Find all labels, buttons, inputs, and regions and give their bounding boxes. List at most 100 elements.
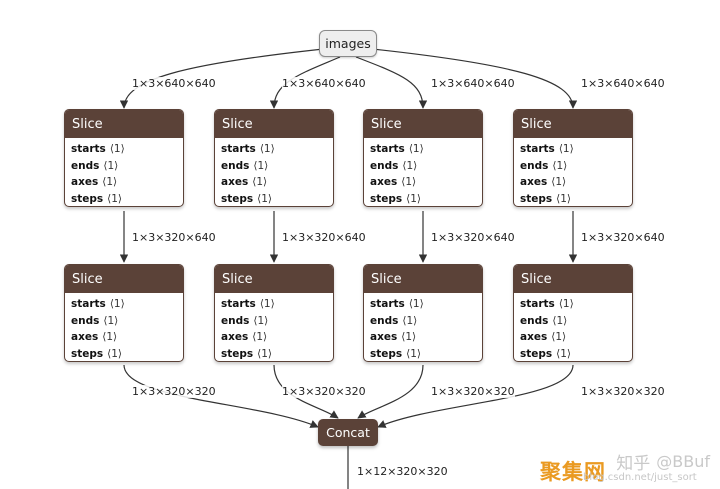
slice-header: Slice xyxy=(514,265,632,293)
attr-starts: starts⟨1⟩ xyxy=(370,296,482,313)
slice-header: Slice xyxy=(514,110,632,138)
attr-value: ⟨1⟩ xyxy=(401,331,417,343)
attr-name: axes xyxy=(520,176,548,188)
attr-name: steps xyxy=(520,347,553,360)
edge-slice-6-concat xyxy=(273,364,339,419)
attr-value: ⟨1⟩ xyxy=(107,192,123,205)
slice-attributes: starts⟨1⟩ ends⟨1⟩ axes⟨1⟩ steps⟨1⟩ xyxy=(215,293,333,362)
attr-value: ⟨1⟩ xyxy=(551,176,567,188)
attr-axes: axes⟨1⟩ xyxy=(71,174,183,191)
attr-name: steps xyxy=(370,347,403,360)
attr-value: ⟨1⟩ xyxy=(109,298,125,310)
edge-label-input-1: 1×3×640×640 xyxy=(132,77,216,90)
edge-label-out-2: 1×3×320×320 xyxy=(282,385,366,398)
attr-axes: axes⟨1⟩ xyxy=(520,174,632,191)
attr-name: starts xyxy=(370,298,405,310)
attr-name: axes xyxy=(370,331,398,343)
edge-label-mid-3: 1×3×320×640 xyxy=(431,231,515,244)
slice-attributes: starts⟨1⟩ ends⟨1⟩ axes⟨1⟩ steps⟨1⟩ xyxy=(65,293,183,362)
attr-ends: ends⟨1⟩ xyxy=(520,313,632,330)
attr-value: ⟨1⟩ xyxy=(401,176,417,188)
attr-value: ⟨1⟩ xyxy=(102,176,118,188)
attr-name: steps xyxy=(520,192,553,205)
attr-value: ⟨1⟩ xyxy=(552,159,568,172)
input-node-label: images xyxy=(325,36,371,51)
attr-axes: axes⟨1⟩ xyxy=(370,329,482,346)
attr-value: ⟨1⟩ xyxy=(253,314,269,327)
attr-value: ⟨1⟩ xyxy=(103,159,119,172)
attr-name: ends xyxy=(520,314,549,327)
slice-attributes: starts⟨1⟩ ends⟨1⟩ axes⟨1⟩ steps⟨1⟩ xyxy=(364,293,482,361)
slice-node-8[interactable]: Slice starts⟨1⟩ ends⟨1⟩ axes⟨1⟩ steps⟨1⟩ xyxy=(513,264,633,362)
attr-steps: steps⟨1⟩ xyxy=(221,346,333,362)
attr-value: ⟨1⟩ xyxy=(259,143,275,155)
attr-starts: starts⟨1⟩ xyxy=(520,296,632,313)
attr-value: ⟨1⟩ xyxy=(253,159,269,172)
concat-node[interactable]: Concat xyxy=(318,419,378,446)
attr-name: axes xyxy=(370,176,398,188)
edge-input-slice-1 xyxy=(119,47,334,109)
attr-steps: steps⟨1⟩ xyxy=(71,346,183,362)
slice-node-4[interactable]: Slice starts⟨1⟩ ends⟨1⟩ axes⟨1⟩ steps⟨1⟩ xyxy=(513,109,633,207)
slice-header: Slice xyxy=(65,265,183,293)
watermark-handle: @BBuf xyxy=(656,452,710,471)
slice-node-2[interactable]: Slice starts⟨1⟩ ends⟨1⟩ axes⟨1⟩ steps⟨1⟩ xyxy=(214,109,334,207)
attr-value: ⟨1⟩ xyxy=(552,314,568,327)
attr-name: starts xyxy=(520,298,555,310)
attr-value: ⟨1⟩ xyxy=(103,314,119,327)
attr-value: ⟨1⟩ xyxy=(252,331,268,343)
attr-name: starts xyxy=(520,143,555,155)
attr-value: ⟨1⟩ xyxy=(406,347,422,360)
slice-attributes: starts⟨1⟩ ends⟨1⟩ axes⟨1⟩ steps⟨1⟩ xyxy=(215,138,333,206)
edge-slice-5-concat xyxy=(123,364,319,428)
attr-value: ⟨1⟩ xyxy=(406,192,422,205)
attr-value: ⟨1⟩ xyxy=(107,347,123,360)
attr-name: ends xyxy=(370,314,399,327)
attr-value: ⟨1⟩ xyxy=(558,298,574,310)
attr-ends: ends⟨1⟩ xyxy=(71,158,183,175)
attr-axes: axes⟨1⟩ xyxy=(221,329,333,346)
slice-header: Slice xyxy=(215,265,333,293)
attr-name: axes xyxy=(71,331,99,343)
attr-name: steps xyxy=(71,347,104,360)
slice-node-3[interactable]: Slice starts⟨1⟩ ends⟨1⟩ axes⟨1⟩ steps⟨1⟩ xyxy=(363,109,483,207)
attr-axes: axes⟨1⟩ xyxy=(520,329,632,346)
watermark-zhihu: 知乎 xyxy=(616,454,651,474)
attr-name: steps xyxy=(221,192,254,205)
concat-node-label: Concat xyxy=(326,425,370,440)
slice-attributes: starts⟨1⟩ ends⟨1⟩ axes⟨1⟩ steps⟨1⟩ xyxy=(65,138,183,206)
edge-label-out-3: 1×3×320×320 xyxy=(431,385,515,398)
edge-label-input-2: 1×3×640×640 xyxy=(282,77,366,90)
attr-axes: axes⟨1⟩ xyxy=(71,329,183,346)
attr-ends: ends⟨1⟩ xyxy=(221,158,333,175)
input-node-images[interactable]: images xyxy=(319,30,377,57)
attr-value: ⟨1⟩ xyxy=(109,143,125,155)
slice-node-5[interactable]: Slice starts⟨1⟩ ends⟨1⟩ axes⟨1⟩ steps⟨1⟩ xyxy=(64,264,184,362)
attr-steps: steps⟨1⟩ xyxy=(520,191,632,207)
attr-name: ends xyxy=(71,314,100,327)
attr-value: ⟨1⟩ xyxy=(556,192,572,205)
attr-value: ⟨1⟩ xyxy=(257,347,273,360)
slice-header: Slice xyxy=(215,110,333,138)
attr-value: ⟨1⟩ xyxy=(252,176,268,188)
slice-node-1[interactable]: Slice starts⟨1⟩ ends⟨1⟩ axes⟨1⟩ steps⟨1⟩ xyxy=(64,109,184,207)
edge-slice-8-concat xyxy=(377,364,574,428)
attr-name: axes xyxy=(221,176,249,188)
attr-name: ends xyxy=(520,159,549,172)
slice-header: Slice xyxy=(364,265,482,293)
attr-ends: ends⟨1⟩ xyxy=(370,158,482,175)
attr-starts: starts⟨1⟩ xyxy=(370,141,482,158)
slice-node-7[interactable]: Slice starts⟨1⟩ ends⟨1⟩ axes⟨1⟩ steps⟨1⟩ xyxy=(363,264,483,362)
slice-attributes: starts⟨1⟩ ends⟨1⟩ axes⟨1⟩ steps⟨1⟩ xyxy=(514,138,632,207)
attr-name: starts xyxy=(221,143,256,155)
attr-value: ⟨1⟩ xyxy=(408,298,424,310)
attr-ends: ends⟨1⟩ xyxy=(370,313,482,330)
attr-ends: ends⟨1⟩ xyxy=(71,313,183,330)
attr-starts: starts⟨1⟩ xyxy=(520,141,632,158)
attr-value: ⟨1⟩ xyxy=(402,314,418,327)
attr-value: ⟨1⟩ xyxy=(402,159,418,172)
edge-input-slice-3 xyxy=(355,56,428,109)
slice-node-6[interactable]: Slice starts⟨1⟩ ends⟨1⟩ axes⟨1⟩ steps⟨1⟩ xyxy=(214,264,334,362)
edge-label-out-1: 1×3×320×320 xyxy=(132,385,216,398)
